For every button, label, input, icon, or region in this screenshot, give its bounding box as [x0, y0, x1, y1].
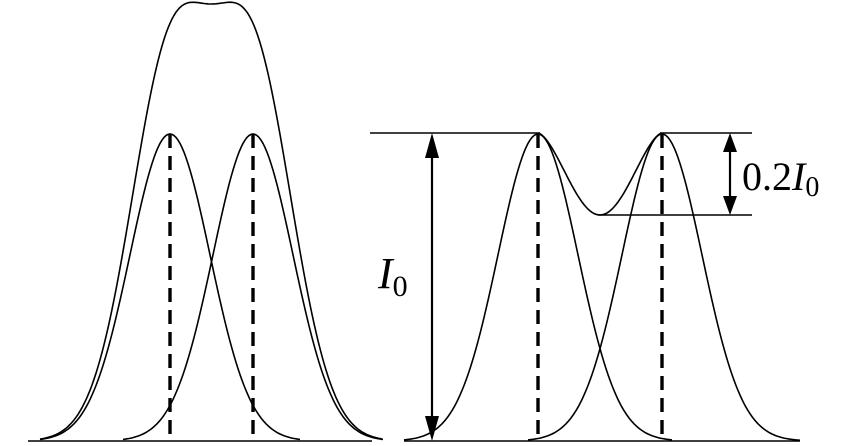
- left-combined-curve: [39, 1, 383, 440]
- full-intensity-label: I0: [377, 249, 408, 303]
- right-peak-2-curve: [527, 133, 801, 441]
- right-combined-dip-curve: [537, 132, 663, 216]
- dip-intensity-label: 0.2I0: [742, 154, 819, 203]
- full-intensity-arrow: [425, 133, 439, 441]
- left-panel: [28, 1, 384, 442]
- dip-intensity-arrow: [723, 133, 737, 215]
- right-panel: I0 0.2I0: [370, 132, 819, 442]
